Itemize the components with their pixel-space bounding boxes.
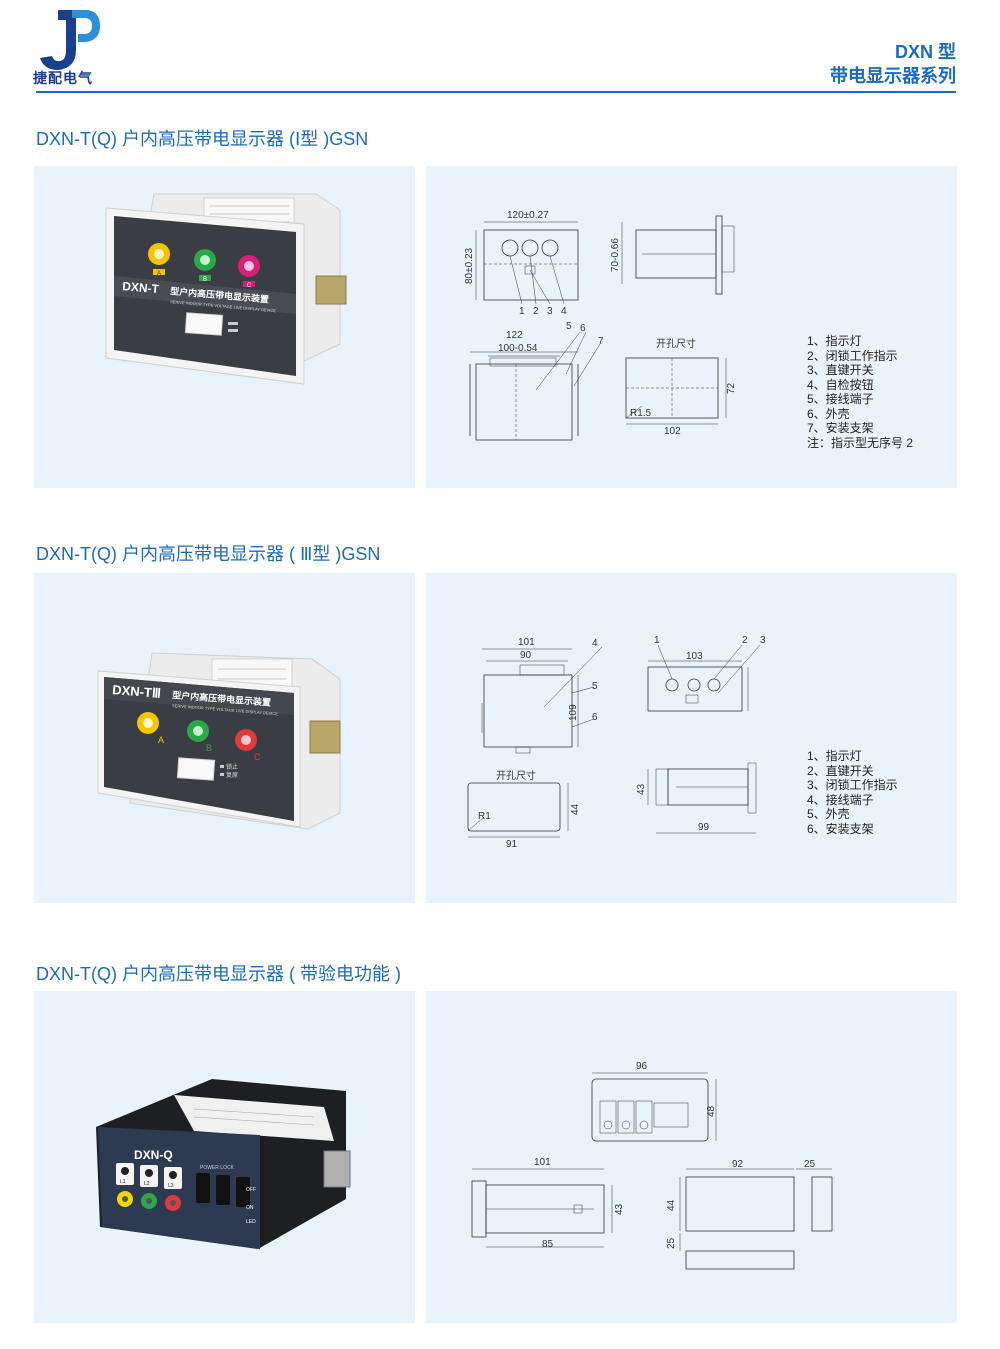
legend-2-item: 4、接线端子 — [807, 792, 874, 807]
section-title-2: DXN-T(Q) 户内高压带电显示器 ( Ⅲ型 )GSN — [36, 544, 381, 564]
series-title: DXN 型 带电显示器系列 — [830, 40, 956, 88]
product-photo-panel-1: A B C DXN-T 型户内高压带电显示装置 SERIVE INDOOR TY… — [34, 166, 415, 488]
legend-2: 1、指示灯 2、直键开关 3、闭锁工作指示 4、接线端子 5、外壳 6、安装支架 — [807, 749, 898, 836]
legend-2-item: 6、安装支架 — [807, 821, 874, 836]
device-model-label-3: DXN-TⅢ — [112, 682, 162, 701]
callout-7: 7 — [598, 336, 604, 347]
dim-1-radius: R1.5 — [630, 408, 652, 419]
drawing-panel-2: 101 90 109 4 5 6 103 1 2 3 开孔尺寸 91 44 — [426, 573, 957, 903]
dim-3-cut-width: 92 — [732, 1159, 744, 1170]
drawing-panel-1: 120±0.27 80±0.23 1 2 3 4 70-0.66 122 100… — [426, 166, 957, 488]
legend-1-item: 6、外壳 — [807, 406, 850, 421]
legend-1-item: 4、自检按钮 — [807, 377, 874, 392]
callout-6: 6 — [580, 323, 586, 334]
cutout-label-1: 开孔尺寸 — [656, 337, 696, 350]
dim-2-overall: 101 — [518, 637, 535, 648]
dim-2-cut-height: 44 — [570, 803, 581, 815]
switch-head-label: POWER LOCK — [200, 1165, 235, 1171]
switch-state-led: LED — [246, 1219, 256, 1225]
callout-5: 5 — [566, 321, 572, 332]
legend-2-item: 3、闭锁工作指示 — [807, 778, 898, 792]
callout-4: 4 — [561, 306, 567, 317]
legend-1: 1、指示灯 2、闭锁工作指示 3、直键开关 4、自检按钮 5、接线端子 6、外壳… — [807, 334, 913, 450]
series-title-line1: DXN 型 — [894, 42, 956, 62]
dim-2-height: 109 — [568, 704, 579, 721]
dimension-drawing-2: 101 90 109 4 5 6 103 1 2 3 开孔尺寸 91 44 — [467, 635, 766, 850]
lamp-label-a-3: A — [158, 735, 164, 745]
device-photo-type3: DXN-TⅢ 型户内高压带电显示装置 SERIVE INDOOR TYPE VO… — [97, 652, 341, 830]
drawing-panel-3: 96 48 101 43 85 92 25 44 25 — [426, 991, 957, 1323]
lamp-label-b: B — [203, 277, 207, 283]
dim-3-side-depth: 101 — [534, 1157, 551, 1168]
device-model-label: DXN-T — [122, 279, 160, 296]
callout-2-1: 1 — [654, 635, 660, 646]
callout-2-3: 3 — [760, 635, 766, 646]
lamp-label-c-3: C — [254, 752, 261, 762]
cutout-label-2: 开孔尺寸 — [496, 769, 536, 782]
dim-1-depth: 70-0.66 — [610, 238, 621, 272]
dim-3-cut-gap: 25 — [804, 1159, 816, 1170]
callout-2: 2 — [533, 306, 539, 317]
phase-label-l2: L2 — [144, 1181, 150, 1187]
dim-2-front-width: 103 — [686, 651, 703, 662]
lamp-label-c: C — [247, 283, 252, 289]
switch-label-lock: 锁止 — [226, 763, 238, 771]
dim-1-cut-width: 102 — [664, 426, 681, 437]
company-logo — [40, 10, 100, 70]
section-title-1: DXN-T(Q) 户内高压带电显示器 (Ⅰ型 )GSN — [36, 129, 369, 149]
legend-2-item: 1、指示灯 — [807, 749, 862, 763]
lamp-label-b-3: B — [206, 743, 212, 753]
legend-1-item: 7、安装支架 — [807, 421, 874, 435]
dim-3-front-width: 96 — [636, 1061, 648, 1072]
legend-1-item: 1、指示灯 — [807, 334, 862, 348]
dim-3-side-height: 43 — [614, 1203, 625, 1215]
switch-label-reset: 复原 — [226, 771, 238, 779]
logo-text: 捷配电气 — [33, 70, 93, 86]
dim-3-cut-height: 44 — [666, 1199, 677, 1211]
dim-2-side-height: 43 — [636, 783, 647, 795]
phase-label-l3: L3 — [168, 1183, 174, 1189]
dim-1-cut-height: 72 — [726, 382, 737, 394]
callout-1: 1 — [519, 306, 525, 317]
dimension-drawing-1: 120±0.27 80±0.23 1 2 3 4 70-0.66 122 100… — [464, 210, 737, 441]
header-rule — [36, 91, 956, 93]
callout-3: 3 — [547, 306, 553, 317]
dim-1-width: 120±0.27 — [507, 210, 549, 221]
callout-2-6: 6 — [592, 712, 598, 723]
dimension-drawing-3: 96 48 101 43 85 92 25 44 25 — [471, 1061, 833, 1270]
dim-1-overall: 122 — [506, 330, 523, 341]
switch-state-on: ON — [246, 1205, 254, 1211]
section-title-3: DXN-T(Q) 户内高压带电显示器 ( 带验电功能 ) — [36, 964, 401, 984]
page-header: 捷配电气 DXN 型 带电显示器系列 — [0, 0, 1000, 95]
legend-1-note: 注：指示型无序号 2 — [807, 435, 914, 450]
series-title-line2: 带电显示器系列 — [830, 66, 956, 86]
dim-1-height: 80±0.23 — [464, 247, 475, 284]
legend-1-item: 2、闭锁工作指示 — [807, 348, 898, 363]
dim-2-radius: R1 — [478, 811, 491, 822]
dim-3-front-height: 48 — [706, 1105, 717, 1117]
dim-2-side-depth: 99 — [698, 822, 710, 833]
lamp-label-a: A — [157, 271, 161, 277]
switch-state-off: OFF — [246, 1187, 256, 1193]
phase-label-l1: L1 — [120, 1179, 126, 1185]
legend-2-item: 5、外壳 — [807, 807, 850, 821]
device-photo-type1: A B C DXN-T 型户内高压带电显示装置 SERIVE INDOOR TY… — [105, 193, 347, 385]
device-model-label-q: DXN-Q — [134, 1148, 173, 1162]
dim-3-cut-gap-v: 25 — [666, 1237, 677, 1249]
callout-2-2: 2 — [742, 635, 748, 646]
dim-1-inner: 100-0.54 — [498, 343, 538, 354]
legend-1-item: 3、直键开关 — [807, 363, 874, 377]
dim-2-cut-width: 91 — [506, 839, 518, 850]
dim-2-inner: 90 — [520, 650, 532, 661]
product-photo-panel-3: DXN-Q L1 L2 L3 POWER LOCK OFF ON LED — [34, 991, 415, 1323]
product-photo-panel-2: DXN-TⅢ 型户内高压带电显示装置 SERIVE INDOOR TYPE VO… — [34, 573, 415, 903]
callout-2-4: 4 — [592, 638, 598, 649]
dim-3-side-body: 85 — [542, 1239, 554, 1250]
callout-2-5: 5 — [592, 681, 598, 692]
device-photo-dxnq: DXN-Q L1 L2 L3 POWER LOCK OFF ON LED — [96, 1079, 351, 1249]
legend-2-item: 2、直键开关 — [807, 763, 874, 778]
legend-1-item: 5、接线端子 — [807, 392, 874, 406]
